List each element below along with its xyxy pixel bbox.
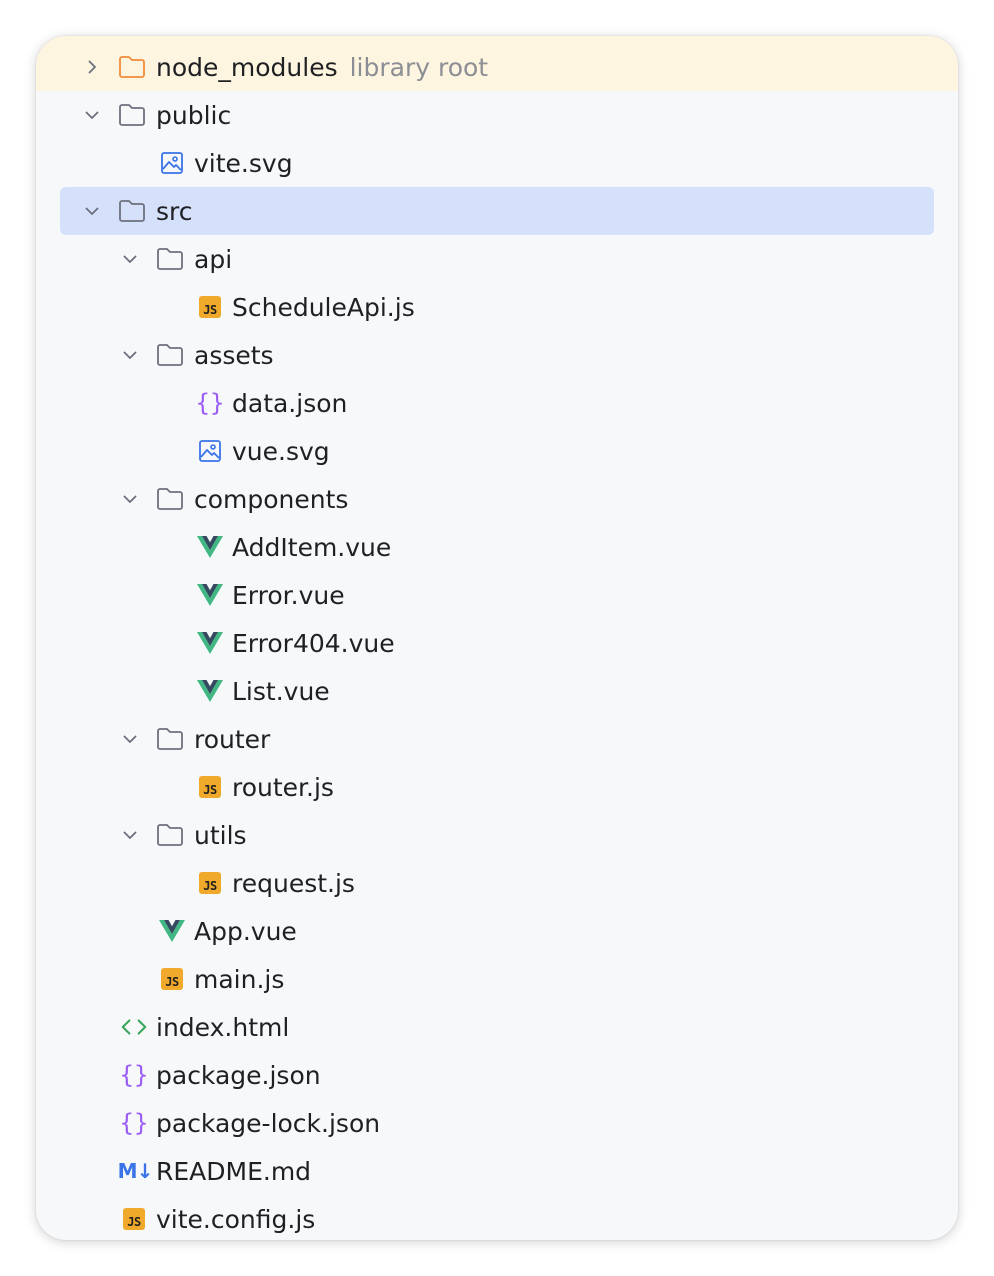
tree-item-error-vue[interactable]: Error.vue bbox=[36, 571, 958, 619]
chevron-down-icon[interactable] bbox=[118, 487, 142, 511]
chevron-down-icon[interactable] bbox=[118, 247, 142, 271]
tree-item-label: vite.svg bbox=[194, 148, 293, 178]
tree-item-src[interactable]: src bbox=[36, 187, 958, 235]
tree-item-main-js[interactable]: JS main.js bbox=[36, 955, 958, 1003]
markdown-file-icon: M↓ bbox=[117, 1159, 154, 1183]
vue-file-icon bbox=[196, 581, 224, 609]
tree-item-label: src bbox=[156, 196, 193, 226]
javascript-file-icon: JS bbox=[120, 1205, 148, 1233]
tree-item-public[interactable]: public bbox=[36, 91, 958, 139]
chevron-down-icon[interactable] bbox=[118, 343, 142, 367]
tree-item-app-vue[interactable]: App.vue bbox=[36, 907, 958, 955]
library-folder-icon bbox=[118, 53, 146, 81]
tree-item-request-js[interactable]: JS request.js bbox=[36, 859, 958, 907]
tree-item-label: AddItem.vue bbox=[232, 532, 392, 562]
html-file-icon bbox=[120, 1013, 148, 1041]
javascript-file-icon: JS bbox=[196, 773, 224, 801]
tree-item-utils[interactable]: utils bbox=[36, 811, 958, 859]
tree-item-list-vue[interactable]: List.vue bbox=[36, 667, 958, 715]
json-file-icon: {} bbox=[119, 1109, 149, 1137]
json-file-icon: {} bbox=[195, 389, 225, 417]
tree-item-label: README.md bbox=[156, 1156, 312, 1186]
folder-icon bbox=[156, 725, 184, 753]
image-file-icon bbox=[158, 149, 186, 177]
tree-item-label: public bbox=[156, 100, 232, 130]
tree-item-vite-svg[interactable]: vite.svg bbox=[36, 139, 958, 187]
folder-icon bbox=[156, 485, 184, 513]
tree-item-label: assets bbox=[194, 340, 274, 370]
tree-item-label: List.vue bbox=[232, 676, 330, 706]
chevron-down-icon[interactable] bbox=[80, 199, 104, 223]
chevron-down-icon[interactable] bbox=[80, 103, 104, 127]
json-file-icon: {} bbox=[119, 1061, 149, 1089]
tree-item-readme-md[interactable]: M↓ README.md bbox=[36, 1147, 958, 1195]
tree-item-router-js[interactable]: JS router.js bbox=[36, 763, 958, 811]
tree-item-package-lock-json[interactable]: {} package-lock.json bbox=[36, 1099, 958, 1147]
tree-item-label: request.js bbox=[232, 868, 355, 898]
tree-item-label: node_modules bbox=[156, 52, 338, 82]
tree-item-components[interactable]: components bbox=[36, 475, 958, 523]
tree-item-error404-vue[interactable]: Error404.vue bbox=[36, 619, 958, 667]
tree-item-vue-svg[interactable]: vue.svg bbox=[36, 427, 958, 475]
tree-item-package-json[interactable]: {} package.json bbox=[36, 1051, 958, 1099]
tree-item-label: router.js bbox=[232, 772, 334, 802]
tree-item-label: data.json bbox=[232, 388, 348, 418]
tree-item-label: components bbox=[194, 484, 349, 514]
tree-item-label: vue.svg bbox=[232, 436, 330, 466]
project-tree: node_modules library root public vite.svg bbox=[36, 36, 958, 1240]
vue-file-icon bbox=[196, 677, 224, 705]
folder-icon bbox=[118, 197, 146, 225]
tree-item-label: App.vue bbox=[194, 916, 297, 946]
tree-item-label: main.js bbox=[194, 964, 285, 994]
tree-item-label: vite.config.js bbox=[156, 1204, 316, 1234]
tree-item-label: utils bbox=[194, 820, 247, 850]
tree-item-api[interactable]: api bbox=[36, 235, 958, 283]
vue-file-icon bbox=[196, 629, 224, 657]
tree-item-add-item-vue[interactable]: AddItem.vue bbox=[36, 523, 958, 571]
project-tree-panel: node_modules library root public vite.svg bbox=[36, 36, 958, 1240]
tree-item-router[interactable]: router bbox=[36, 715, 958, 763]
image-file-icon bbox=[196, 437, 224, 465]
javascript-file-icon: JS bbox=[196, 869, 224, 897]
folder-icon bbox=[156, 821, 184, 849]
javascript-file-icon: JS bbox=[158, 965, 186, 993]
folder-icon bbox=[156, 245, 184, 273]
tree-item-label: package.json bbox=[156, 1060, 321, 1090]
tree-item-label: ScheduleApi.js bbox=[232, 292, 415, 322]
chevron-down-icon[interactable] bbox=[118, 727, 142, 751]
javascript-file-icon: JS bbox=[196, 293, 224, 321]
tree-item-label: api bbox=[194, 244, 233, 274]
library-root-hint: library root bbox=[349, 52, 489, 82]
folder-icon bbox=[118, 101, 146, 129]
vue-file-icon bbox=[196, 533, 224, 561]
tree-item-vite-config-js[interactable]: JS vite.config.js bbox=[36, 1195, 958, 1240]
tree-item-assets[interactable]: assets bbox=[36, 331, 958, 379]
tree-item-label: Error404.vue bbox=[232, 628, 395, 658]
folder-icon bbox=[156, 341, 184, 369]
chevron-down-icon[interactable] bbox=[118, 823, 142, 847]
tree-item-label: Error.vue bbox=[232, 580, 345, 610]
tree-item-node-modules[interactable]: node_modules library root bbox=[36, 36, 958, 91]
tree-item-data-json[interactable]: {} data.json bbox=[36, 379, 958, 427]
tree-item-label: router bbox=[194, 724, 271, 754]
vue-file-icon bbox=[158, 917, 186, 945]
tree-item-label: package-lock.json bbox=[156, 1108, 381, 1138]
tree-item-schedule-api-js[interactable]: JS ScheduleApi.js bbox=[36, 283, 958, 331]
tree-item-index-html[interactable]: index.html bbox=[36, 1003, 958, 1051]
tree-item-label: index.html bbox=[156, 1012, 290, 1042]
chevron-right-icon[interactable] bbox=[80, 55, 104, 79]
